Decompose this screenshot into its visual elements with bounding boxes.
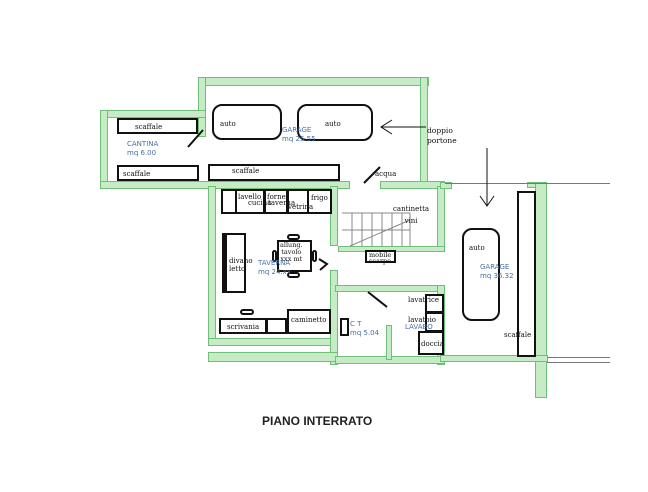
scaffale-label: scaffale [504,331,532,339]
wall [198,77,429,86]
sofa-bed [222,233,246,293]
arrow-left-icon [380,119,426,135]
door-swing [187,129,204,148]
wall [386,325,392,360]
car: auto [297,104,373,141]
table [277,240,312,272]
wall [440,182,452,189]
car: auto [462,228,500,321]
scaffale: scaffale [208,164,340,181]
lavatrice-label: lavatrice [408,296,440,304]
doccia-label: doccia [421,340,444,348]
acqua-label: acqua [375,170,397,178]
boiler [340,318,349,336]
scaffale: scaffale [117,165,199,181]
wall [535,182,547,398]
kitchen-cell: fornelli [264,189,293,214]
wall [330,186,338,246]
cucina-label: cucina [248,199,272,207]
taverna-label-small: taverna [268,199,296,207]
boundary-line [547,362,610,363]
wall [100,110,206,118]
boundary-line [547,357,610,358]
wall [440,355,548,362]
door-swing [363,166,381,184]
kitchen-cell: lavello [235,189,265,214]
room-label-lavabo: LAVABO [405,323,433,331]
fireplace: caminetto [287,309,331,334]
chair [287,234,300,240]
frigo-label: frigo [311,194,328,202]
scaffale [517,191,536,357]
wall [380,181,445,189]
desk: scrivania [219,318,267,334]
wall [208,186,216,346]
wall [437,186,445,251]
scaffale: scaffale [117,118,198,134]
kitchen-cell [287,189,309,214]
plan-title: PIANO INTERRATO [262,414,373,428]
staircase [342,212,411,247]
wall [335,285,445,292]
vetrina-label: vetrina [288,203,314,211]
chair [312,250,317,262]
lavatoio-label: lavatoio [408,316,437,324]
wall [100,181,350,189]
chair [272,250,277,262]
arrow-down-icon [479,148,495,207]
wall [208,352,338,362]
chair [240,309,254,315]
wall [208,338,338,346]
boundary-line [445,183,610,184]
wall [100,110,108,188]
door-swing [318,258,329,271]
shower [418,331,444,355]
car: auto [212,104,282,140]
wall [198,77,206,137]
chair [287,272,300,278]
cabinet [266,318,287,334]
door-swing [367,291,388,308]
